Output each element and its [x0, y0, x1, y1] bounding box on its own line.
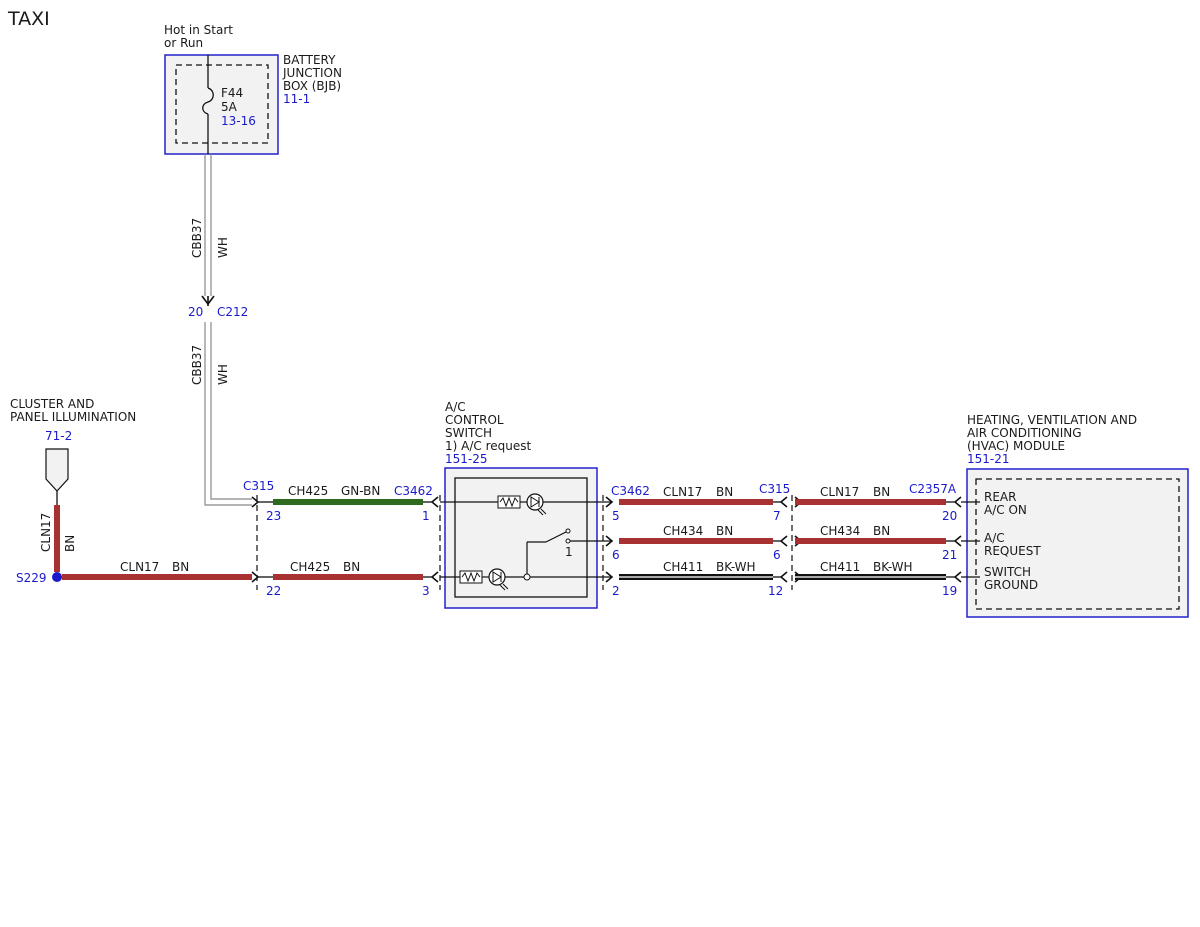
cln17-vertical-color: BN: [63, 535, 77, 552]
fuse-rating: 5A: [221, 100, 238, 114]
ch411-right-circuit: CH411: [820, 560, 860, 574]
c315-left-pin-bottom: 22: [266, 584, 281, 598]
ch434-mid-circuit: CH434: [663, 524, 703, 538]
c3462-left-pin-bottom-icon: [430, 571, 439, 583]
c315-right-pin-2: 6: [773, 548, 781, 562]
hvac-input-2a: A/C: [984, 531, 1005, 545]
hvac-name-3: (HVAC) MODULE: [967, 439, 1065, 453]
cbb37-upper-circuit: CBB37: [190, 218, 204, 258]
ch411-mid-color: BK-WH: [716, 560, 756, 574]
led-top-icon: [526, 493, 544, 511]
bjb-name-2: JUNCTION: [282, 66, 342, 80]
hvac-input-3b: GROUND: [984, 578, 1038, 592]
c3462-left-connector[interactable]: C3462: [394, 484, 433, 498]
c315-right-pin-3: 12: [768, 584, 783, 598]
ch434-right-color: BN: [873, 524, 890, 538]
ch411-right-color: BK-WH: [873, 560, 913, 574]
c2357a-connector[interactable]: C2357A: [909, 482, 957, 496]
c315-right-pin-1: 7: [773, 509, 781, 523]
bjb-ref[interactable]: 11-1: [283, 92, 310, 106]
ac-switch-name-1: A/C: [445, 400, 466, 414]
ch411-mid-circuit: CH411: [663, 560, 703, 574]
s229-splice-dot: [52, 572, 62, 582]
c2357a-pin-3: 19: [942, 584, 957, 598]
c3462-left-pin-bottom: 3: [422, 584, 430, 598]
led-bottom-icon: [488, 568, 506, 586]
cluster-name-2: PANEL ILLUMINATION: [10, 410, 136, 424]
hvac-input-1a: REAR: [984, 490, 1016, 504]
cln17-h-color: BN: [172, 560, 189, 574]
c315-left-connector[interactable]: C315: [243, 479, 274, 493]
c3462-right-connector[interactable]: C3462: [611, 484, 650, 498]
c2357a-pin-1: 20: [942, 509, 957, 523]
hvac-inner-box: [975, 478, 1180, 610]
cln17-vertical-circuit: CLN17: [39, 513, 53, 552]
cluster-ref[interactable]: 71-2: [45, 429, 72, 443]
c2357a-pin-2: 21: [942, 548, 957, 562]
ch434-right-circuit: CH434: [820, 524, 860, 538]
bjb-box: [164, 54, 279, 155]
fuse-icon: [202, 87, 214, 115]
ch434-mid-color: BN: [716, 524, 733, 538]
cbb37-upper-color: WH: [216, 237, 230, 258]
bjb-name-3: BOX (BJB): [283, 79, 341, 93]
c315-left-pin-top: 23: [266, 509, 281, 523]
cluster-name-1: CLUSTER AND: [10, 397, 94, 411]
diagram-title: TAXI: [7, 8, 50, 30]
bjb-inner-box: [175, 64, 269, 144]
cbb37-lower-color: WH: [216, 364, 230, 385]
cln17-right-color: BN: [873, 485, 890, 499]
c3462-right-pin-3: 2: [612, 584, 620, 598]
ac-switch-name-2: CONTROL: [445, 413, 504, 427]
ac-switch-name-4: 1) A/C request: [445, 439, 531, 453]
ac-switch-name-3: SWITCH: [445, 426, 492, 440]
ch425-bottom-color: BN: [343, 560, 360, 574]
cluster-connector-icon: [45, 448, 69, 492]
ch425-bottom-circuit: CH425: [290, 560, 330, 574]
c212-pin: 20: [188, 305, 203, 319]
hvac-input-2b: REQUEST: [984, 544, 1041, 558]
cln17-mid-color: BN: [716, 485, 733, 499]
fuse-ref[interactable]: 13-16: [221, 114, 256, 128]
c315-right-connector[interactable]: C315: [759, 482, 790, 496]
s229-label[interactable]: S229: [16, 571, 47, 585]
hvac-name-1: HEATING, VENTILATION AND: [967, 413, 1137, 427]
c3462-left-pin-top: 1: [422, 509, 430, 523]
cbb37-lower-wire-outer: [204, 322, 252, 506]
bjb-power-label-2: or Run: [164, 36, 203, 50]
bjb-name-1: BATTERY: [283, 53, 336, 67]
bjb-power-label-1: Hot in Start: [164, 23, 233, 37]
c3462-right-pin-2: 6: [612, 548, 620, 562]
hvac-input-1b: A/C ON: [984, 503, 1027, 517]
cln17-right-circuit: CLN17: [820, 485, 859, 499]
c3462-left-pin-top-icon: [430, 496, 439, 508]
ch425-top-circuit: CH425: [288, 484, 328, 498]
c212-connector[interactable]: C212: [217, 305, 248, 319]
cln17-h-circuit: CLN17: [120, 560, 159, 574]
hvac-name-2: AIR CONDITIONING: [967, 426, 1082, 440]
switch-contact-icon: [545, 531, 567, 543]
hvac-input-3a: SWITCH: [984, 565, 1031, 579]
cln17-mid-circuit: CLN17: [663, 485, 702, 499]
cbb37-lower-wire-inner: [210, 322, 252, 500]
fuse-name: F44: [221, 86, 243, 100]
c3462-right-pin-1: 5: [612, 509, 620, 523]
cbb37-lower-circuit: CBB37: [190, 345, 204, 385]
ch425-top-color: GN-BN: [341, 484, 380, 498]
ac-switch-ref[interactable]: 151-25: [445, 452, 488, 466]
hvac-ref[interactable]: 151-21: [967, 452, 1010, 466]
switch-position: 1: [565, 545, 573, 559]
